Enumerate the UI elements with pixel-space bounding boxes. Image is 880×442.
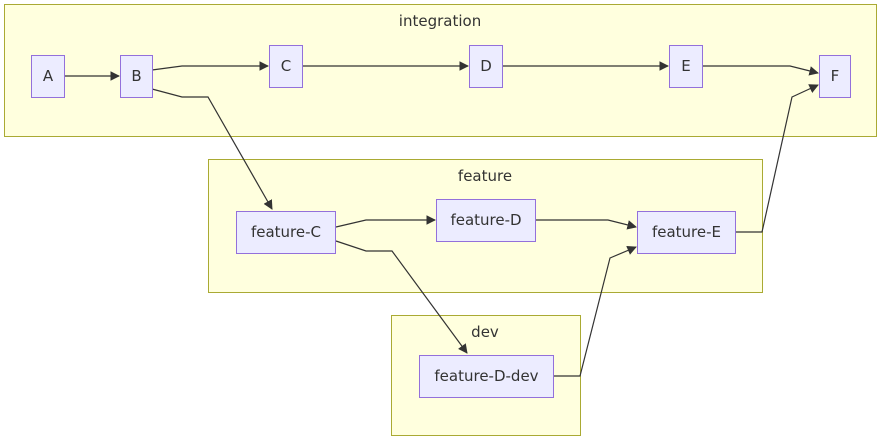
node-c-box[interactable] [269, 45, 303, 88]
node-feature-e-box[interactable] [637, 211, 736, 254]
node-feature-e-label: feature-E [652, 223, 721, 241]
node-f-box[interactable] [819, 55, 851, 98]
node-feature-d-label: feature-D [450, 211, 521, 229]
edge-feature-d-to-feature-e [536, 219, 637, 230]
edge-feature-d-dev-to-feature-e [554, 245, 637, 377]
node-d-label: D [480, 57, 492, 75]
node-feature-c-label: feature-C [251, 223, 321, 241]
node-e[interactable]: E [669, 45, 703, 88]
edge-b-to-c [151, 61, 269, 71]
node-a-label: A [43, 67, 54, 85]
edge-feature-e-to-f [736, 84, 819, 233]
edge-feature-c-to-feature-d-dev [335, 240, 468, 354]
node-b[interactable]: B [120, 55, 153, 98]
node-f-label: F [831, 67, 840, 85]
node-d[interactable]: D [469, 45, 503, 88]
node-e-box[interactable] [669, 45, 703, 88]
edge-feature-c-to-feature-d [335, 215, 436, 228]
node-c-label: C [281, 57, 291, 75]
node-c[interactable]: C [269, 45, 303, 88]
edge-b-to-feature-c [151, 88, 273, 210]
cluster-feature-label: feature [458, 167, 512, 185]
node-b-box[interactable] [120, 55, 153, 98]
edges [65, 61, 819, 377]
node-a-box[interactable] [31, 55, 65, 98]
node-feature-d-dev-label: feature-D-dev [434, 367, 538, 385]
node-a[interactable]: A [31, 55, 65, 98]
node-b-label: B [131, 67, 141, 85]
edge-e-to-f [703, 65, 819, 76]
node-e-label: E [681, 57, 690, 75]
node-feature-c-box[interactable] [236, 211, 336, 254]
node-feature-d[interactable]: feature-D [436, 199, 536, 242]
node-feature-d-dev-box[interactable] [419, 355, 554, 398]
node-feature-d-dev[interactable]: feature-D-dev [419, 355, 554, 398]
node-feature-e[interactable]: feature-E [637, 211, 736, 254]
node-feature-d-box[interactable] [436, 199, 536, 242]
node-f[interactable]: F [819, 55, 851, 98]
node-d-box[interactable] [469, 45, 503, 88]
cluster-dev-label: dev [471, 323, 499, 341]
node-feature-c[interactable]: feature-C [236, 211, 336, 254]
cluster-integration-label: integration [399, 12, 481, 30]
